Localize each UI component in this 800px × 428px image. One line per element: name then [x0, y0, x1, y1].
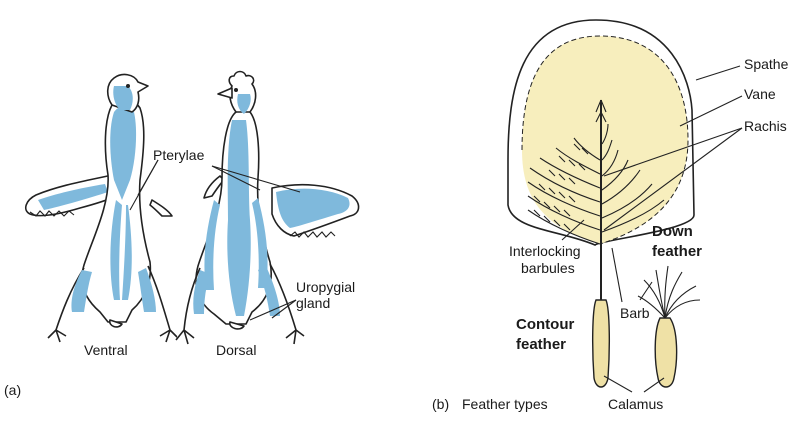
interlocking-label-line1: Interlocking: [509, 243, 581, 259]
dorsal-bird: [175, 70, 360, 345]
uropygial-label-line2: gland: [296, 295, 330, 311]
rachis-label: Rachis: [744, 118, 787, 134]
feather-types-caption: Feather types: [462, 396, 548, 412]
uropygial-label-line1: Uropygial: [296, 279, 355, 295]
down-feather-label-line1: Down: [652, 223, 693, 240]
panel-b-label: (b): [432, 396, 449, 412]
dorsal-label: Dorsal: [216, 342, 256, 358]
down-feather-label-line2: feather: [652, 243, 702, 260]
down-feather: [637, 265, 701, 388]
calamus-label: Calamus: [608, 396, 663, 412]
ventral-label: Ventral: [84, 342, 128, 358]
interlocking-label-line2: barbules: [521, 260, 575, 276]
barb-label: Barb: [620, 305, 650, 321]
vane-label: Vane: [744, 86, 776, 102]
panel-a-label: (a): [4, 382, 21, 398]
spathe-label: Spathe: [744, 56, 789, 72]
contour-feather-label-line1: Contour: [516, 316, 574, 333]
ventral-bird: [24, 73, 179, 343]
contour-feather: [507, 19, 695, 388]
pterylae-label: Pterylae: [153, 147, 205, 163]
contour-feather-label-line2: feather: [516, 336, 566, 353]
